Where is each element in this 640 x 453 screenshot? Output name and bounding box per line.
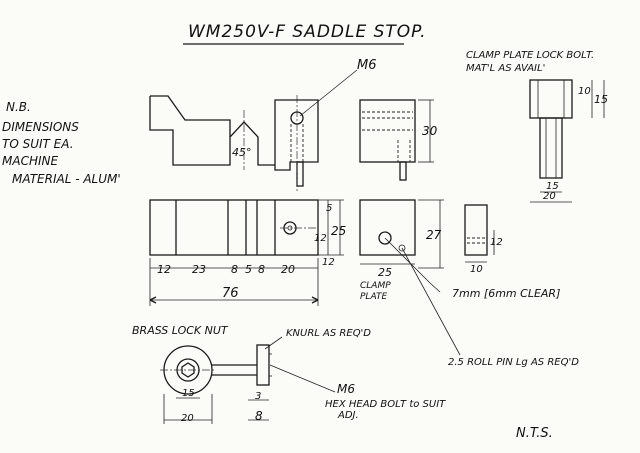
dim-5: 5 bbox=[326, 203, 333, 214]
dim-nut-8: 8 bbox=[255, 409, 263, 423]
hole-leader bbox=[429, 282, 441, 293]
nts-label: N.T.S. bbox=[516, 426, 553, 441]
dim-run-8a: 8 bbox=[231, 263, 238, 276]
dim-plate-25: 25 bbox=[378, 266, 392, 279]
brass-lock-nut bbox=[160, 345, 216, 424]
note-material: MATERIAL - ALUM' bbox=[12, 172, 121, 186]
m6-bottom-label: M6 bbox=[337, 382, 355, 396]
dim-angle: 45° bbox=[232, 146, 252, 159]
front-view bbox=[149, 95, 319, 192]
lock-bolt-view bbox=[529, 79, 605, 203]
hex-bolt-side bbox=[212, 336, 336, 421]
dim-run-8b: 8 bbox=[258, 263, 265, 276]
dim-12-side: 12 bbox=[490, 237, 503, 248]
note-dimensions: DIMENSIONS bbox=[2, 120, 79, 134]
drawing-title: WM250V-F SADDLE STOP. bbox=[188, 22, 427, 42]
dim-12-bottom: 12 bbox=[322, 257, 335, 268]
hex-bolt-label: HEX HEAD BOLT to SUIT bbox=[325, 399, 446, 410]
m6-top-label: M6 bbox=[357, 58, 377, 73]
dim-run-20: 20 bbox=[281, 263, 295, 276]
lock-bolt-label: CLAMP PLATE LOCK BOLT. bbox=[466, 50, 595, 61]
dim-run-5: 5 bbox=[245, 263, 252, 276]
dim-15-top: 15 bbox=[594, 93, 608, 106]
dim-25-vertical: 25 bbox=[331, 224, 347, 238]
dim-10-top: 10 bbox=[578, 86, 591, 97]
dim-nut-20: 20 bbox=[181, 413, 194, 424]
dim-run-23: 23 bbox=[192, 263, 206, 276]
dim-12-vertical: 12 bbox=[314, 233, 327, 244]
dim-10-side: 10 bbox=[470, 264, 483, 275]
m6-leader bbox=[299, 69, 358, 117]
lock-bolt-material: MAT'L AS AVAIL' bbox=[466, 63, 546, 74]
dim-15-bolt: 15 bbox=[546, 181, 559, 192]
roll-pin-front bbox=[296, 161, 304, 187]
dim-total-76: 76 bbox=[222, 286, 239, 301]
note-machine: MACHINE bbox=[2, 154, 59, 168]
knurl-label: KNURL AS REQ'D bbox=[286, 328, 372, 339]
clamp-plate-label-2: PLATE bbox=[360, 292, 388, 302]
hex-bolt-adj: ADJ. bbox=[338, 410, 359, 421]
roll-pin-label: 2.5 ROLL PIN Lg AS REQ'D bbox=[448, 357, 579, 368]
dim-nut-3: 3 bbox=[255, 391, 262, 402]
plan-view bbox=[149, 199, 319, 256]
note-to-suit: TO SUIT EA. bbox=[2, 137, 74, 151]
hole-7mm-label: 7mm [6mm CLEAR] bbox=[452, 287, 561, 300]
plan-vertical-dims bbox=[318, 199, 344, 256]
dim-27: 27 bbox=[426, 228, 442, 242]
horizontal-dims bbox=[149, 258, 319, 306]
clamp-side-view bbox=[464, 204, 495, 263]
dim-30: 30 bbox=[422, 124, 438, 138]
side-view bbox=[359, 99, 434, 181]
note-nb: N.B. bbox=[6, 100, 31, 114]
clamp-plate-label-1: CLAMP bbox=[360, 281, 391, 291]
dim-nut-15: 15 bbox=[182, 388, 195, 399]
dim-run-12: 12 bbox=[157, 263, 171, 276]
clamp-plate bbox=[359, 199, 461, 356]
brass-nut-label: BRASS LOCK NUT bbox=[132, 324, 228, 337]
dim-20-bolt: 20 bbox=[543, 191, 556, 202]
